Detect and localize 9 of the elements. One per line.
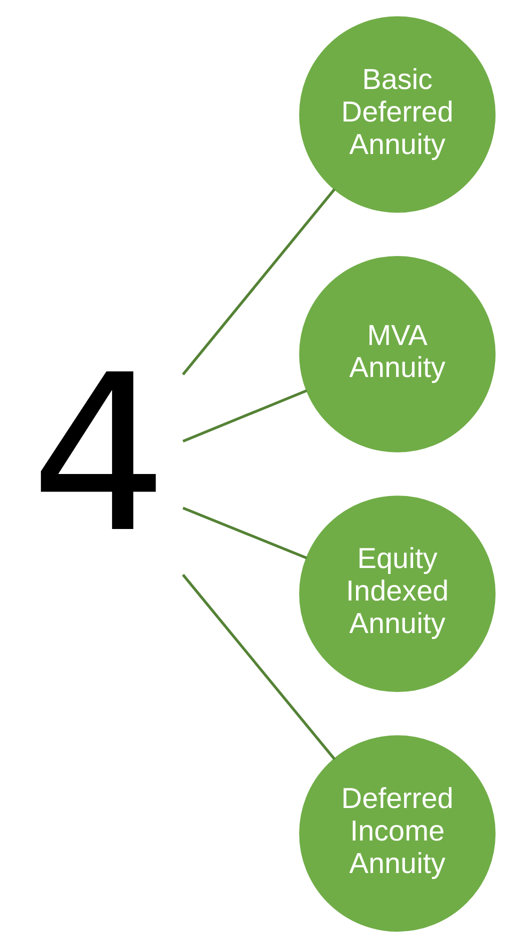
connector — [182, 188, 336, 375]
connector — [182, 506, 308, 559]
node-circle: Basic Deferred Annuity — [299, 16, 496, 212]
node-circle: Deferred Income Annuity — [299, 734, 496, 932]
node-text: 4 — [30, 327, 168, 580]
node-circle: Equity Indexed Annuity — [299, 495, 496, 692]
connector — [182, 388, 308, 442]
node-circle: MVA Annuity — [299, 255, 496, 452]
connector — [182, 573, 336, 760]
